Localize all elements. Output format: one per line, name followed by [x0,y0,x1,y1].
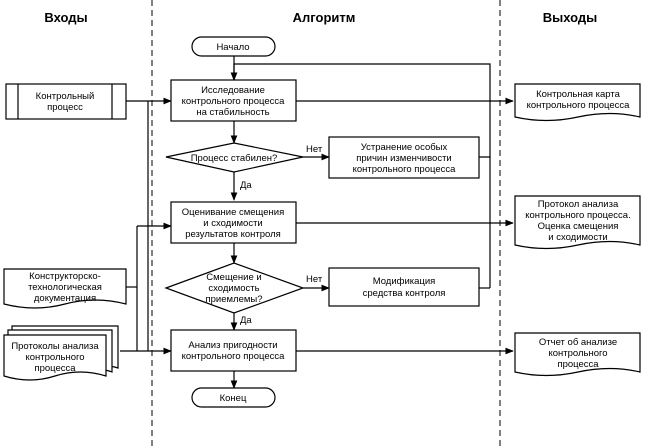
output-protocol-line-3: Оценка смещения [538,221,619,232]
end-label: Конец [220,393,247,404]
fix2-line-2: средства контроля [363,288,446,299]
decision1-no-label: Нет [306,144,323,155]
input-docs-line-1: Конструкторско- [29,271,101,282]
step1-line-2: контрольного процесса [182,96,286,107]
decision1-label: Процесс стабилен? [191,153,278,164]
input-control-process: Контрольный процесс [5,83,127,120]
decision1-yes-label: Да [240,180,252,191]
input-docs-line-3: документация [34,293,96,304]
decision2-line-3: приемлемы? [205,294,262,305]
output-card-line-2: контрольного процесса [527,100,631,111]
input-protocols: Протоколы анализа контрольного процесса [3,325,119,381]
input-protocols-line-3: процесса [34,363,76,374]
step2-line-2: и сходимости [203,218,263,229]
step-modify-instrument: Модификация средства контроля [328,267,480,307]
fix1-line-3: контрольного процесса [353,164,457,175]
header-outputs: Выходы [543,10,598,25]
output-control-chart: Контрольная карта контрольного процесса [514,83,641,122]
output-report-line-1: Отчет об анализе [539,337,617,348]
input-process-line-2: процесс [47,102,83,113]
step-capability-analysis: Анализ пригодности контрольного процесса [170,329,297,372]
step-eliminate-causes: Устранение особых причин изменчивости ко… [328,136,480,179]
step-stability-study: Исследование контрольного процесса на ст… [170,79,297,122]
input-docs-line-2: технологическая [28,282,102,293]
header-algorithm: Алгоритм [293,10,356,25]
input-process-line-1: Контрольный [36,91,95,102]
step1-line-1: Исследование [201,85,265,96]
step1-line-3: на стабильность [196,107,269,118]
step2-line-1: Оценивание смещения [182,207,285,218]
end-terminal: Конец [191,387,276,408]
decision-process-stable: Процесс стабилен? [165,142,304,173]
step2-line-3: результатов контроля [185,229,281,240]
input-protocols-line-1: Протоколы анализа [11,341,99,352]
decision-bias-acceptable: Смещение и сходимость приемлемы? [164,262,305,314]
start-terminal: Начало [191,36,276,57]
decision2-line-2: сходимость [208,283,259,294]
output-protocol-line-2: контрольного процесса. [525,210,630,221]
header-inputs: Входы [44,10,87,25]
output-analysis-protocol: Протокол анализа контрольного процесса. … [514,195,641,250]
step3-line-1: Анализ пригодности [188,340,277,351]
step3-line-2: контрольного процесса [182,351,286,362]
input-protocols-line-2: контрольного [25,352,84,363]
start-label: Начало [216,42,249,53]
decision2-no-label: Нет [306,274,323,285]
output-report-line-3: процесса [557,359,599,370]
step-bias-repeatability: Оценивание смещения и сходимости результ… [170,201,297,244]
fix1-line-1: Устранение особых [361,142,448,153]
output-protocol-line-4: и сходимости [548,232,608,243]
output-card-line-1: Контрольная карта [536,89,621,100]
input-design-docs: Конструкторско- технологическая документ… [3,268,127,309]
decision2-yes-label: Да [240,315,252,326]
fix1-line-2: причин изменчивости [356,153,452,164]
output-analysis-report: Отчет об анализе контрольного процесса [514,332,641,377]
decision2-line-1: Смещение и [206,272,261,283]
output-report-line-2: контрольного [548,348,607,359]
loop-fix1-back [230,63,491,158]
fix2-line-1: Модификация [373,276,436,287]
output-protocol-line-1: Протокол анализа [538,199,619,210]
